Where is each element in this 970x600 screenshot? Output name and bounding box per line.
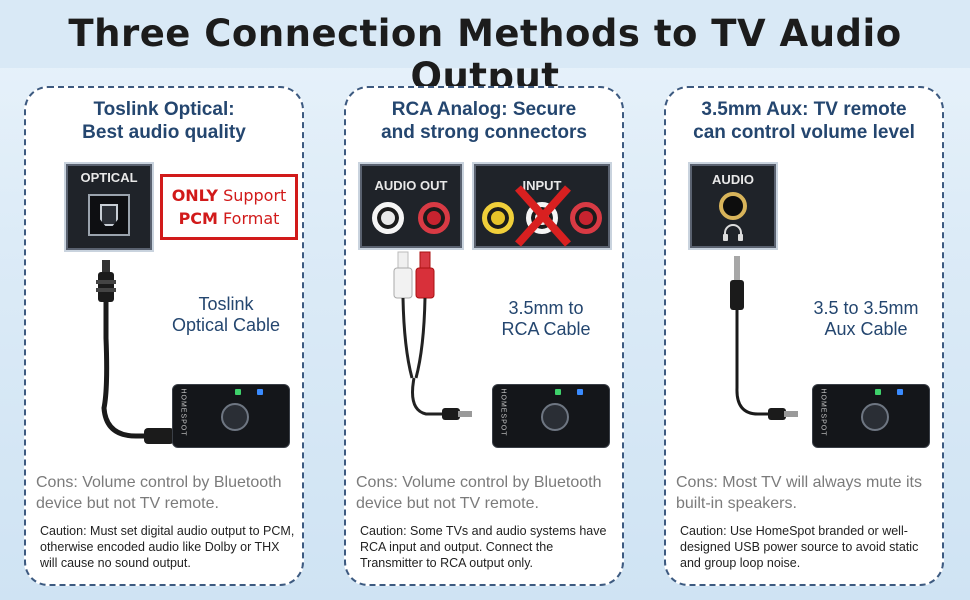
optical-cable-line — [101, 302, 146, 439]
caution-text: Caution: Some TVs and audio systems have… — [360, 524, 607, 570]
device-brand: HOMESPOT — [819, 388, 827, 437]
aux-cable-line — [735, 310, 770, 416]
panel-title-line1: RCA Analog: Secure — [391, 99, 577, 120]
rca-cable-drawing — [393, 251, 472, 420]
cons-text: Cons: Volume control by Bluetooth device… — [36, 474, 282, 512]
panel-title-line2: Best audio quality — [82, 122, 246, 143]
rca-cable-line — [411, 377, 444, 416]
aux-jack-panel: AUDIO — [690, 164, 776, 248]
panel-aux: 3.5mm Aux: TV remote can control volume … — [664, 86, 944, 586]
optical-plug-tip — [102, 260, 110, 274]
device-brand: HOMESPOT — [499, 388, 507, 437]
rca-white-plug — [397, 251, 409, 271]
cable-label: 3.5 to 3.5mm Aux Cable — [786, 298, 942, 340]
audio-out-label: AUDIO OUT — [374, 178, 448, 193]
panel-title: RCA Analog: Secure and strong connectors — [346, 98, 622, 144]
cable-label: Toslink Optical Cable — [156, 294, 296, 336]
panel-optical: Toslink Optical: Best audio quality OPTI… — [24, 86, 304, 586]
cons-text: Cons: Volume control by Bluetooth device… — [356, 474, 602, 512]
aux-plug-body — [730, 280, 744, 310]
pcm-warning-box: ONLY Support PCM Format — [160, 174, 298, 240]
panel-title-line1: Toslink Optical: — [93, 99, 235, 120]
rca-red-plug — [419, 251, 431, 271]
rca-yellow-port-icon — [482, 202, 514, 234]
aux-port-icon — [719, 192, 747, 220]
panel-title: 3.5mm Aux: TV remote can control volume … — [666, 98, 942, 144]
warning-support: Support — [223, 186, 287, 205]
audio-out-jack-panel: AUDIO OUT — [360, 164, 462, 248]
aux-jack-label: AUDIO — [712, 172, 754, 187]
input-label: INPUT — [522, 178, 562, 193]
optical-jack-panel: OPTICAL — [66, 164, 152, 250]
bluetooth-transmitter-icon: HOMESPOT — [172, 384, 290, 448]
rca-red-port-icon — [570, 202, 602, 234]
warning-only: ONLY — [171, 186, 218, 205]
warning-format: Format — [223, 209, 280, 228]
cable-label-line1: 3.5mm to — [508, 298, 584, 318]
page-title: Three Connection Methods to TV Audio Out… — [68, 12, 902, 98]
panel-title-line2: and strong connectors — [381, 122, 587, 143]
caution-text: Caution: Must set digital audio output t… — [40, 524, 295, 570]
panel-title-line1: 3.5mm Aux: TV remote — [701, 99, 907, 120]
rca-red-port-icon — [418, 202, 450, 234]
header-band — [0, 0, 970, 68]
optical-port-icon — [88, 194, 130, 236]
cable-label-line1: 3.5 to 3.5mm — [813, 298, 919, 318]
panel-title-line2: can control volume level — [693, 122, 915, 143]
optical-cable-drawing — [96, 260, 180, 444]
caution-text: Caution: Use HomeSpot branded or well-de… — [680, 524, 919, 570]
cable-label-line2: RCA Cable — [501, 319, 591, 339]
cons-text: Cons: Most TV will always mute its built… — [676, 474, 922, 512]
aux-cable-drawing — [730, 256, 798, 420]
headphone-icon — [722, 224, 744, 242]
cable-label-line2: Aux Cable — [824, 319, 908, 339]
cable-label-line2: Optical Cable — [171, 315, 281, 335]
panel-title: Toslink Optical: Best audio quality — [26, 98, 302, 144]
input-jack-panel: INPUT — [474, 164, 610, 248]
aux-plug-tip — [734, 256, 740, 282]
bluetooth-transmitter-icon: HOMESPOT — [492, 384, 610, 448]
panel-rca: RCA Analog: Secure and strong connectors… — [344, 86, 624, 586]
device-brand: HOMESPOT — [179, 388, 187, 437]
warning-pcm: PCM — [178, 209, 218, 228]
optical-jack-label: OPTICAL — [80, 170, 138, 185]
cable-label-line1: Toslink — [198, 294, 254, 314]
optical-plug-body — [98, 272, 114, 302]
optical-plug-end — [144, 428, 174, 444]
cable-label: 3.5mm to RCA Cable — [486, 298, 606, 340]
rca-white-port-icon — [372, 202, 404, 234]
cross-mark-icon — [515, 185, 571, 247]
bluetooth-transmitter-icon: HOMESPOT — [812, 384, 930, 448]
